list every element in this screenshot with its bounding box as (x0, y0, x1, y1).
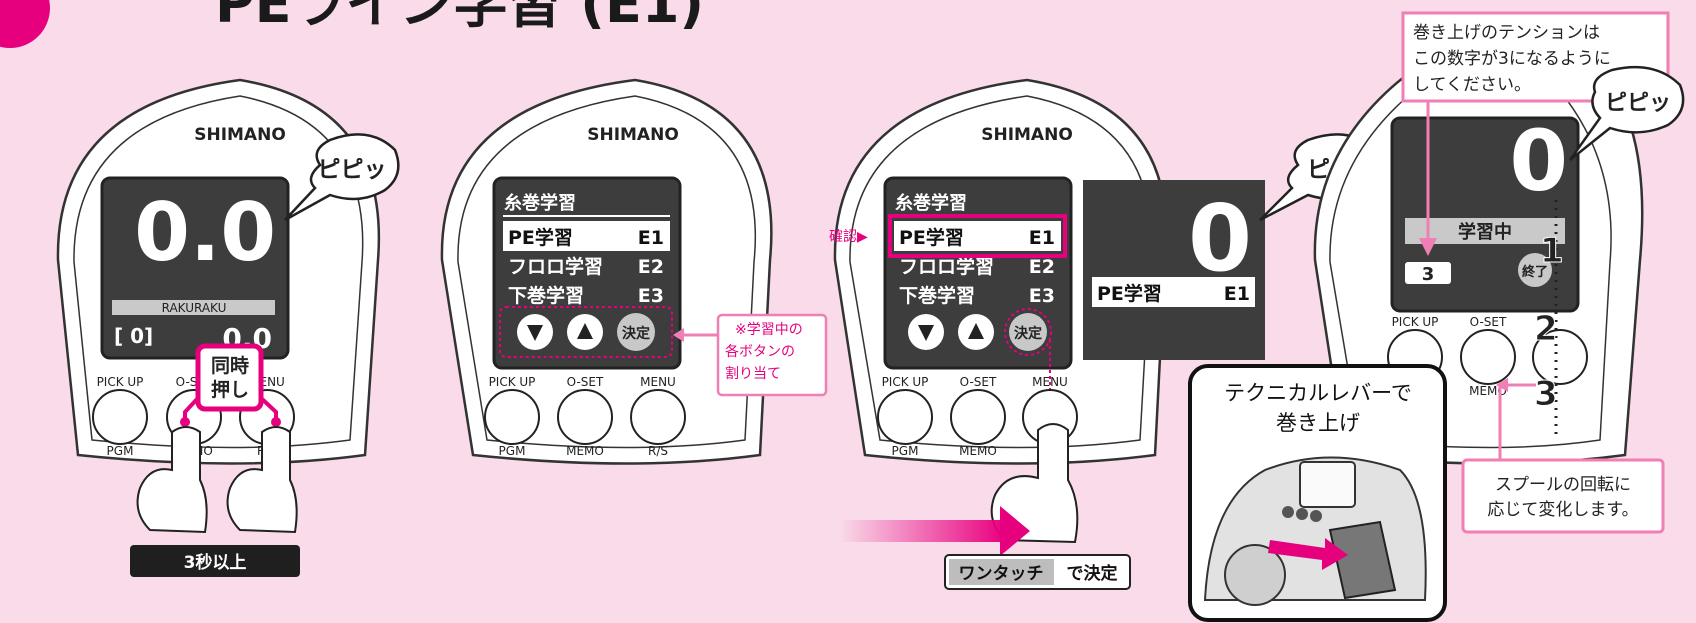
svg-text:巻き上げのテンションは: 巻き上げのテンションは (1413, 23, 1600, 43)
mode-label: RAKURAKU (162, 301, 227, 315)
oset-button[interactable] (950, 389, 1006, 445)
beep-bubble (284, 133, 400, 222)
svg-text:PE学習[interactable]: PE学習 (899, 226, 964, 249)
svg-text:テクニカルレバーで: テクニカルレバーで (1224, 381, 1412, 405)
svg-text:してください。: してください。 (1413, 75, 1531, 95)
svg-text:E3: E3 (1029, 285, 1055, 307)
counter-label: [ 0] (114, 324, 153, 348)
spool-icon (1224, 544, 1286, 606)
simultaneous-press-label (195, 343, 264, 412)
menu-item-fluoro[interactable]: フロロ学習 (508, 255, 603, 278)
svg-text:割り当て: 割り当て (725, 365, 781, 382)
pickup-button[interactable] (484, 389, 540, 445)
svg-text:MEMO: MEMO (1469, 384, 1507, 398)
scale-mark-2: 2 (1534, 309, 1558, 349)
svg-text:O-SET: O-SET (1470, 315, 1507, 329)
display-value: 0 (1510, 112, 1568, 210)
svg-text:MENU: MENU (1032, 375, 1068, 389)
svg-text:E1: E1 (638, 227, 664, 249)
svg-text:各ボタンの: 各ボタンの (725, 344, 795, 360)
finger-right-icon (226, 426, 298, 534)
svg-text:押し: 押し (211, 378, 249, 401)
confirm-button-icon[interactable] (617, 313, 655, 351)
svg-text:3秒以上: 3秒以上 (184, 552, 247, 573)
oset-button[interactable] (1460, 329, 1516, 385)
svg-text:糸巻学習: 糸巻学習 (895, 192, 967, 214)
panel-4-learning: 0 学習中 3 終了 PICK UP O-SET MEMO 1 2 3 巻き上げ… (1188, 11, 1685, 622)
svg-text:終了: 終了 (1522, 264, 1548, 280)
svg-text:同時: 同時 (211, 355, 249, 377)
svg-text:E1: E1 (1224, 283, 1250, 305)
svg-text:0: 0 (1188, 185, 1252, 292)
pickup-button[interactable] (877, 389, 933, 445)
svg-text:で決定: で決定 (1067, 563, 1118, 584)
tension-value: 3 (1422, 264, 1435, 285)
finger-left-icon (136, 426, 208, 534)
lever-arrow-icon (1268, 538, 1348, 570)
shimano-logo: SHIMANO (194, 125, 286, 145)
svg-text:決定: 決定 (622, 325, 650, 342)
svg-text:ピピッ: ピピッ (1605, 91, 1671, 116)
svg-text:ピピッ: ピピッ (318, 157, 387, 183)
menu-title: 糸巻学習 (504, 192, 576, 214)
svg-text:PE学習: PE学習 (1097, 282, 1162, 305)
display-value: 0.0 (134, 186, 276, 279)
selected-item-highlight (888, 214, 1067, 258)
svg-text:MENU: MENU (640, 375, 676, 389)
svg-text:この数字が3になるように: この数字が3になるように (1413, 49, 1611, 69)
svg-text:PGM: PGM (499, 444, 526, 458)
pickup-button[interactable] (92, 389, 148, 445)
lever-icon (1328, 520, 1397, 600)
confirm-mark: 確認▶ (829, 229, 868, 245)
svg-text:決定: 決定 (1014, 325, 1042, 342)
end-button-icon[interactable] (1518, 253, 1552, 287)
svg-text:E3: E3 (638, 285, 664, 307)
step-number-badge (0, 0, 50, 48)
panel-3-confirm: SHIMANO 糸巻学習 PE学習 E1 フロロ学習 E2 下巻学習 E3 確認… (829, 78, 1380, 590)
arrow-icon (1000, 506, 1030, 556)
oset-button[interactable] (557, 389, 613, 445)
scale-mark-3: 3 (1534, 374, 1558, 414)
panel-2-menu: SHIMANO 糸巻学習 PE学習 E1 フロロ学習 E2 下巻学習 E3 決定… (440, 78, 828, 465)
svg-text:巻き上げ: 巻き上げ (1276, 411, 1360, 435)
shimano-logo: SHIMANO (587, 125, 679, 145)
learning-status: 学習中 (1458, 221, 1512, 243)
pgm-label: PGM (107, 444, 134, 458)
finger-icon (990, 423, 1079, 544)
svg-text:ワンタッチ: ワンタッチ (959, 564, 1044, 584)
page-title: PEライン学習 (E1) (215, 0, 704, 35)
svg-text:O-SET: O-SET (567, 375, 604, 389)
svg-text:MEMO: MEMO (566, 444, 604, 458)
svg-text:下巻学習[interactable]: 下巻学習 (899, 284, 975, 307)
panel-1-press-and-hold: SHIMANO 0.0 RAKURAKU [ 0] 0.0 PICK UP O-… (56, 78, 400, 577)
svg-text:R/S: R/S (648, 444, 668, 458)
svg-text:フロロ学習[interactable]: フロロ学習 (899, 255, 994, 278)
svg-text:MEMO: MEMO (959, 444, 997, 458)
pickup-label: PICK UP (97, 375, 144, 389)
shimano-logo: SHIMANO (981, 125, 1073, 145)
svg-text:応じて変化します。: 応じて変化します。 (1487, 500, 1638, 520)
menu-button[interactable] (630, 389, 686, 445)
svg-text:スプールの回転に: スプールの回転に (1495, 475, 1631, 495)
hold-duration-badge (130, 545, 300, 577)
svg-text:E2: E2 (638, 256, 664, 278)
zoomed-display (1083, 180, 1265, 360)
menu-item-under[interactable]: 下巻学習 (508, 284, 584, 307)
svg-text:※学習中の: ※学習中の (735, 322, 803, 338)
svg-text:E2: E2 (1029, 256, 1055, 278)
menu-item-pe[interactable]: PE学習 (508, 226, 573, 249)
button-assignment-note (716, 313, 828, 397)
svg-text:PICK UP: PICK UP (1392, 315, 1439, 329)
beep-bubble (1568, 65, 1685, 161)
svg-text:O-SET: O-SET (960, 375, 997, 389)
svg-text:PICK UP: PICK UP (882, 375, 929, 389)
confirm-button-icon[interactable] (1009, 313, 1047, 351)
spool-rotation-callout (1461, 458, 1665, 534)
svg-text:PGM: PGM (892, 444, 919, 458)
svg-text:PICK UP: PICK UP (489, 375, 536, 389)
scale-mark-1: 1 (1540, 231, 1564, 271)
svg-text:E1: E1 (1029, 227, 1055, 249)
menu-button[interactable] (1532, 329, 1588, 385)
